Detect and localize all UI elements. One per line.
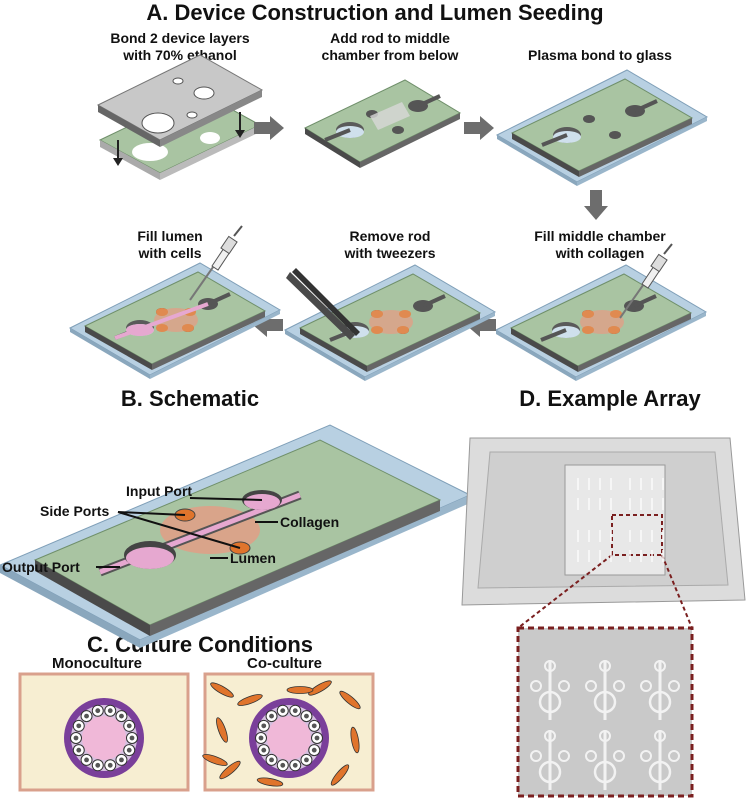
fibroblast [210, 682, 234, 698]
cell-nucleus [76, 723, 82, 729]
tweezers [286, 268, 360, 340]
cell-nucleus [304, 757, 309, 763]
monoculture-panel [18, 672, 190, 792]
fibroblast [350, 726, 360, 754]
cell-ring [70, 704, 323, 772]
zoom-device [640, 730, 680, 790]
section-title-b: B. Schematic [120, 386, 260, 411]
cell-nucleus [292, 762, 298, 768]
label-side-ports: Side Ports [40, 503, 110, 519]
zoom-devices [530, 660, 680, 790]
cell-nucleus [311, 747, 317, 753]
cell-nucleus [84, 757, 89, 763]
label-collagen: Collagen [280, 514, 340, 530]
array-devices [577, 478, 664, 562]
zoom-device [530, 660, 570, 720]
cell-nucleus [292, 708, 298, 714]
cell-nucleus [126, 723, 132, 729]
cell-nucleus [76, 747, 82, 753]
zoom-device [640, 660, 680, 720]
zoom-device [530, 730, 570, 790]
step-5-device [284, 264, 496, 382]
section-title-d: D. Example Array [519, 386, 701, 411]
step-1-top-layer [96, 54, 264, 147]
fibroblast [237, 694, 263, 706]
fibroblast [219, 760, 241, 780]
cell-nucleus [95, 708, 101, 714]
cell-nucleus [107, 762, 113, 768]
section-title-a: A. Device Construction and Lumen Seeding [146, 0, 604, 25]
step-4-device [495, 264, 707, 382]
cell-nucleus [107, 708, 113, 714]
cell-nucleus [95, 762, 101, 768]
cell-nucleus [258, 735, 264, 741]
fibroblast [330, 764, 350, 786]
cell-nucleus [314, 735, 320, 741]
fibroblast [286, 686, 314, 694]
label-monoculture: Monoculture [52, 655, 142, 672]
fibroblast [202, 754, 228, 766]
schematic-device [0, 424, 472, 648]
fibroblast [308, 680, 332, 696]
cell-nucleus [261, 747, 267, 753]
label-input-port: Input Port [126, 483, 193, 499]
fibroblast [256, 777, 284, 787]
zoom-device [585, 730, 625, 790]
cell-nucleus [280, 762, 286, 768]
cell-nucleus [119, 713, 124, 719]
label-lumen: Lumen [230, 550, 276, 566]
cell-nucleus [84, 713, 89, 719]
fibroblast [339, 690, 361, 710]
cell-nucleus [269, 757, 274, 763]
cell-nucleus [261, 723, 267, 729]
cell-nucleus [73, 735, 79, 741]
zoom-device [585, 660, 625, 720]
cell-nucleus [269, 713, 274, 719]
label-output-port: Output Port [2, 559, 80, 575]
cell-nucleus [126, 747, 132, 753]
cell-nucleus [280, 708, 286, 714]
step-2-device [303, 79, 462, 168]
label-coculture: Co-culture [247, 655, 322, 672]
step-3-device [496, 69, 708, 187]
cell-nucleus [304, 713, 309, 719]
step-3-label: Plasma bond to glass [528, 47, 672, 63]
cell-nucleus [119, 757, 124, 763]
step-6-device [69, 262, 281, 380]
cell-nucleus [311, 723, 317, 729]
fibroblasts [202, 680, 361, 787]
cell-nucleus [129, 735, 135, 741]
fibroblast [216, 717, 228, 743]
